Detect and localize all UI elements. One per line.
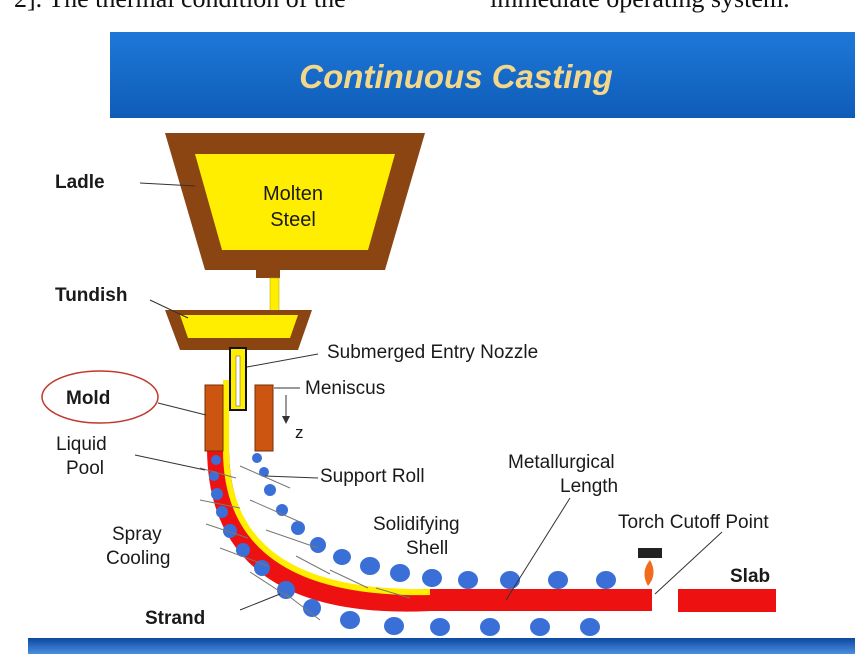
- support-roll: [291, 521, 305, 535]
- label-spray-1: Spray: [112, 524, 162, 545]
- support-roll: [303, 599, 321, 617]
- label-molten-1: Molten: [263, 183, 323, 205]
- label-metallurgical-1: Metallurgical: [508, 452, 615, 473]
- title-banner: [110, 32, 855, 118]
- mold-highlight-circle: [41, 370, 159, 424]
- liquid-core: [223, 380, 431, 596]
- support-roll: [252, 453, 262, 463]
- torch-head: [638, 548, 662, 558]
- mold-right-plate: [254, 384, 274, 452]
- support-roll: [340, 611, 360, 629]
- label-z: z: [295, 423, 304, 442]
- mold-left-plate: [204, 384, 224, 452]
- label-strand: Strand: [145, 608, 205, 629]
- support-roll: [211, 455, 221, 465]
- support-roll: [277, 581, 295, 599]
- support-roll: [254, 560, 270, 576]
- support-roll: [211, 488, 223, 500]
- support-roll: [430, 618, 450, 636]
- label-support-roll: Support Roll: [320, 466, 425, 487]
- support-roll: [548, 571, 568, 589]
- support-roll: [310, 537, 326, 553]
- clipped-text-right: immediate operating system.: [490, 0, 790, 14]
- support-roll: [236, 543, 250, 557]
- label-metallurgical-2: Length: [560, 476, 618, 497]
- label-liquid-1: Liquid: [56, 434, 107, 455]
- label-slab: Slab: [730, 566, 770, 587]
- leader-lines: [134, 182, 723, 611]
- label-mold: Mold: [66, 388, 110, 409]
- label-molten-2: Steel: [270, 209, 316, 231]
- label-meniscus: Meniscus: [305, 378, 385, 399]
- support-roll: [458, 571, 478, 589]
- support-roll: [500, 571, 520, 589]
- support-roll: [259, 467, 269, 477]
- strand-shell: [207, 418, 652, 612]
- label-tundish: Tundish: [55, 285, 127, 306]
- diagram-title: Continuous Casting: [299, 58, 612, 95]
- support-roll: [216, 506, 228, 518]
- clipped-paper-text: 2]. The thermal condition of the immedia…: [0, 0, 860, 14]
- support-roll: [390, 564, 410, 582]
- support-roll: [384, 617, 404, 635]
- label-ladle: Ladle: [55, 172, 105, 193]
- label-spray-2: Cooling: [106, 548, 170, 569]
- slab: [678, 589, 776, 612]
- support-roll: [360, 557, 380, 575]
- label-shell-1: Solidifying: [373, 514, 460, 535]
- molten-steel: [195, 154, 395, 250]
- support-roll: [480, 618, 500, 636]
- spray-marks: [199, 465, 411, 621]
- support-rolls: [209, 453, 616, 636]
- support-roll: [580, 618, 600, 636]
- ladle-nozzle: [256, 270, 280, 278]
- support-roll: [596, 571, 616, 589]
- bottom-stripe: [28, 638, 855, 654]
- support-roll: [223, 524, 237, 538]
- label-liquid-2: Pool: [66, 458, 104, 479]
- nozzle-bore: [235, 355, 241, 407]
- label-submerged-entry-nozzle: Submerged Entry Nozzle: [327, 342, 538, 363]
- clipped-text-left: 2]. The thermal condition of the: [14, 0, 346, 14]
- support-roll: [530, 618, 550, 636]
- support-roll: [422, 569, 442, 587]
- support-roll: [333, 549, 351, 565]
- torch-flame: [644, 560, 654, 586]
- label-shell-2: Shell: [406, 538, 448, 559]
- support-roll: [209, 471, 219, 481]
- z-axis-arrow: [282, 416, 290, 424]
- label-torch-cutoff-point: Torch Cutoff Point: [618, 512, 769, 533]
- tundish-steel: [180, 315, 298, 338]
- support-roll: [264, 484, 276, 496]
